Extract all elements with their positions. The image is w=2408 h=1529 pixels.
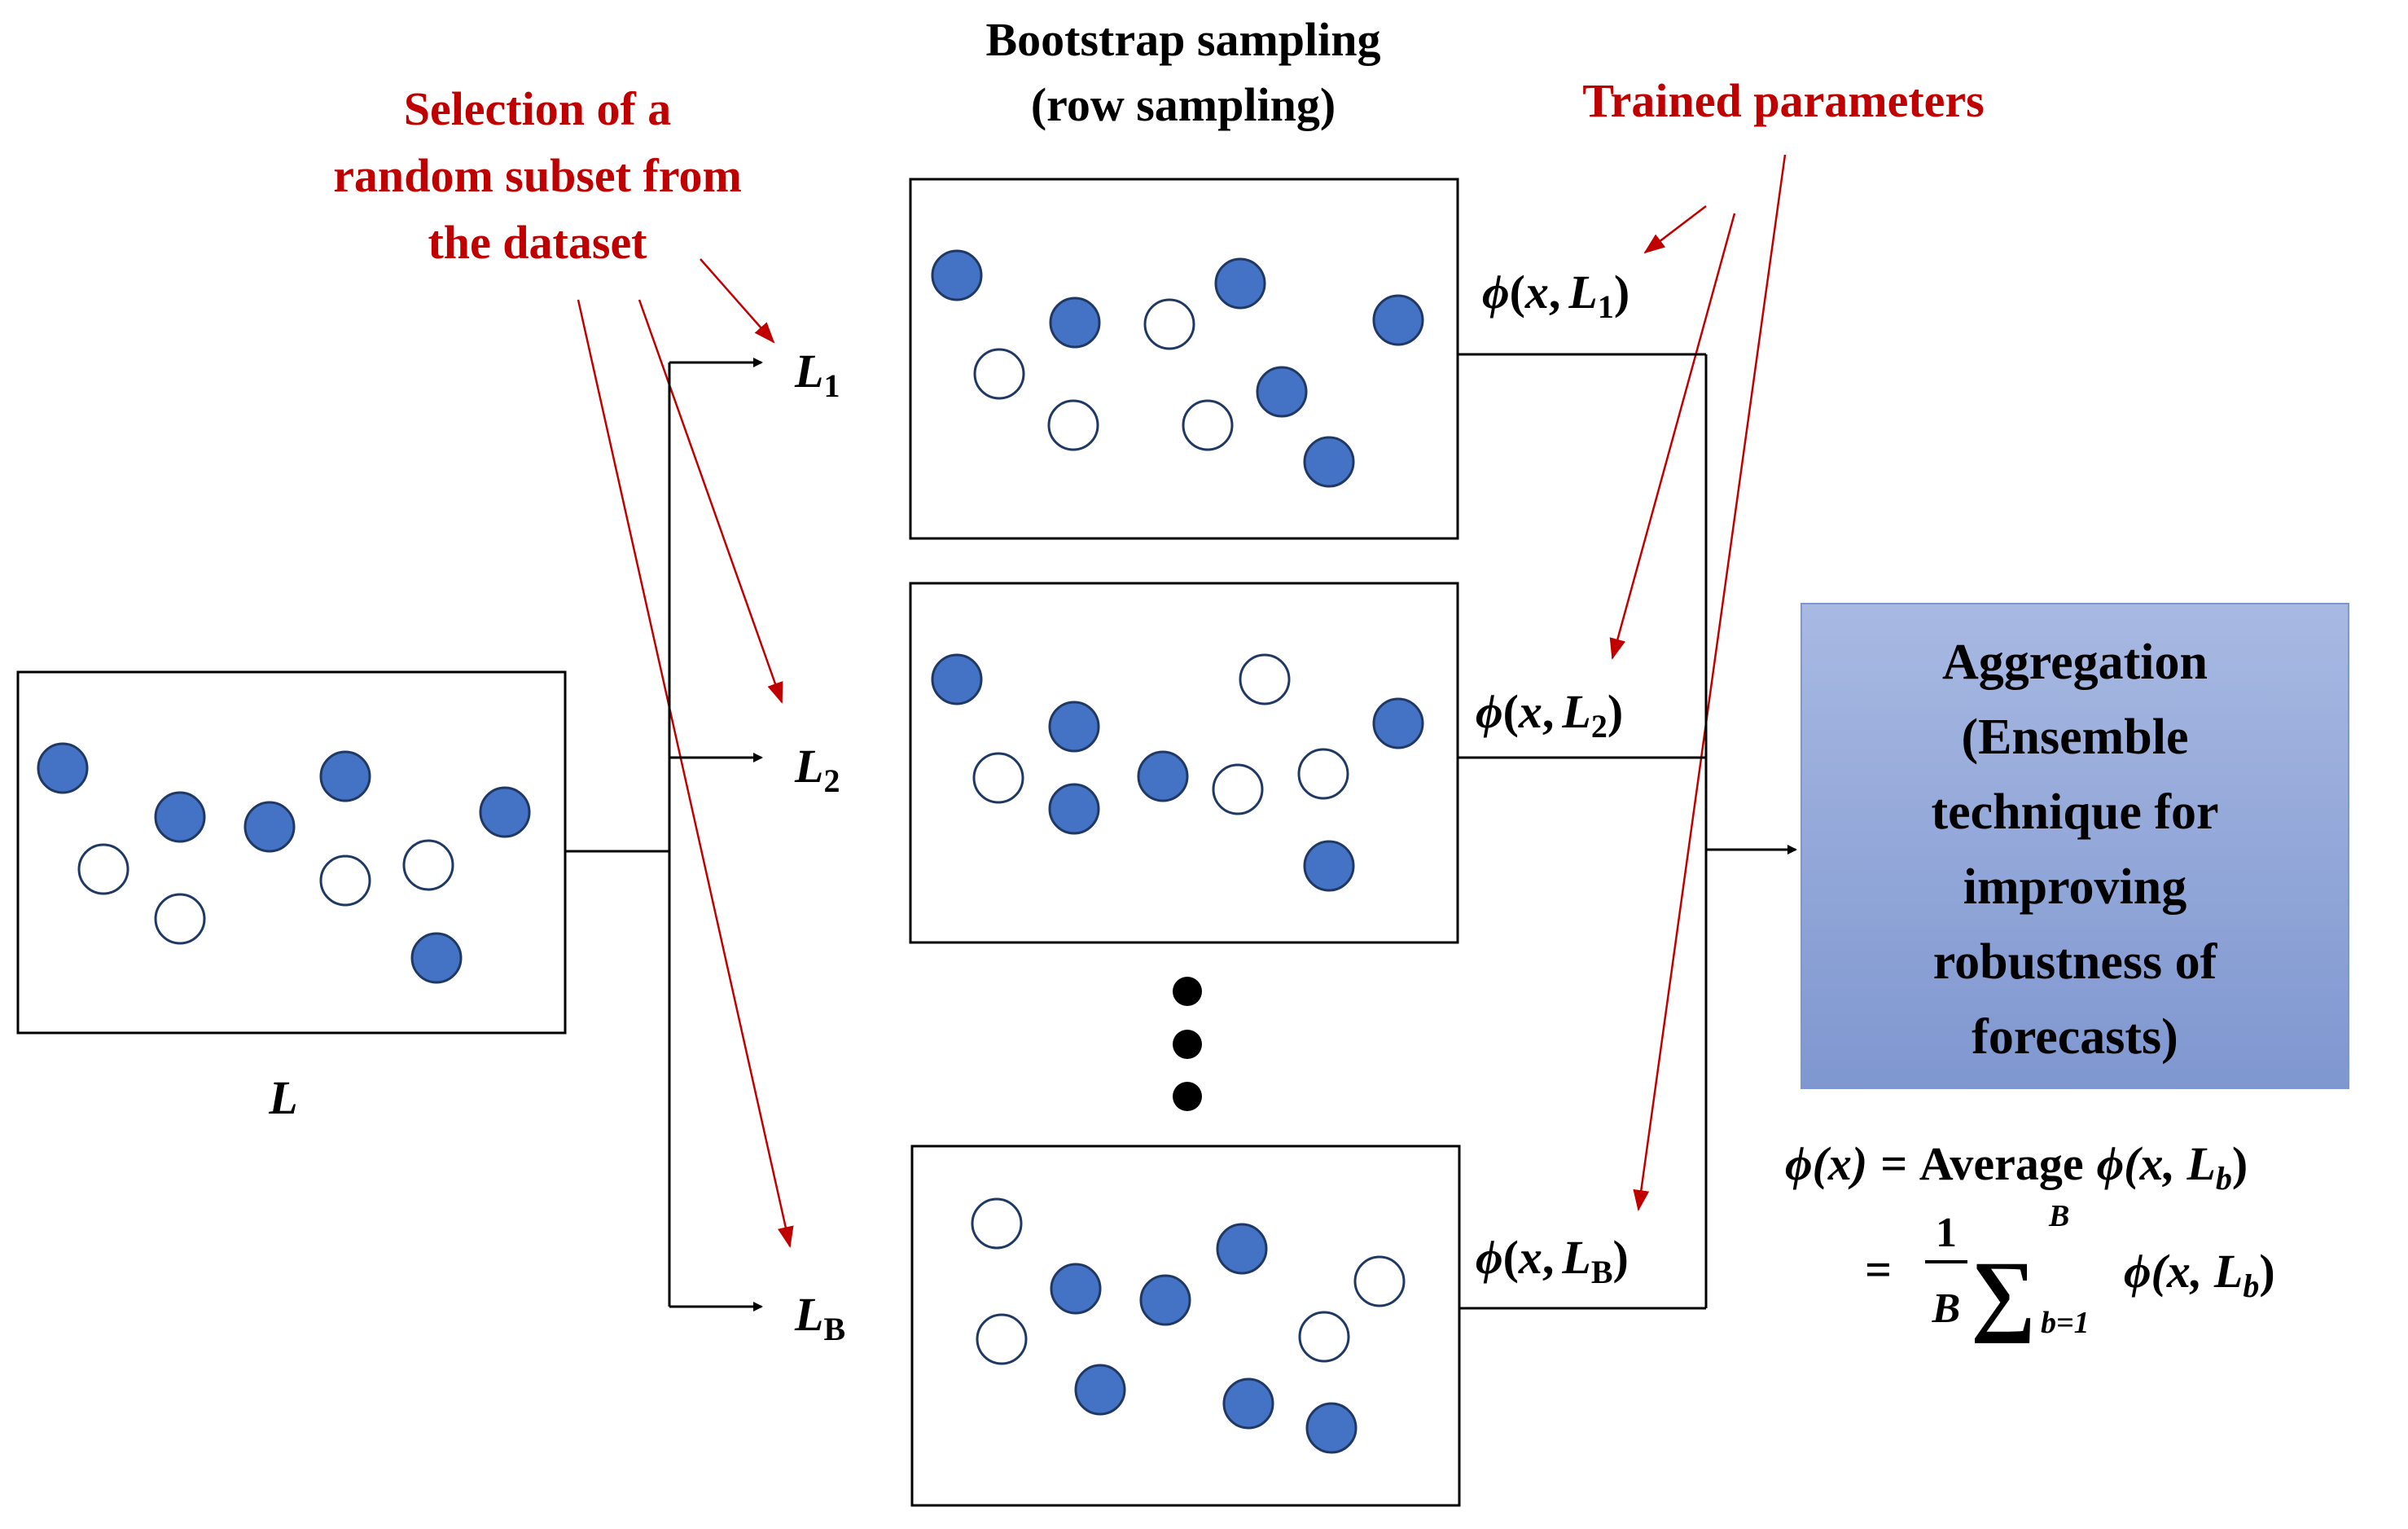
bootstrap-sample-box-1 <box>909 178 1459 540</box>
subset-label-l2: L2 <box>794 740 840 799</box>
formula-sum-symbol: ∑ <box>1971 1243 2036 1344</box>
dataset-box <box>16 670 567 1035</box>
aggregation-line-6: forecasts) <box>1972 1009 2178 1065</box>
model-output-b: ϕ(x,LB) <box>1476 1231 1629 1290</box>
model-output-1: ϕ(x,L1) <box>1482 266 1629 325</box>
formula-term: ϕ(x, Lb) <box>2124 1245 2275 1304</box>
model-output-2: ϕ(x,L2) <box>1476 685 1623 745</box>
bootstrap-sample-box-2 <box>909 582 1459 944</box>
aggregation-box: Aggregation (Ensemble technique for impr… <box>1801 603 2349 1089</box>
formula-sum-lower: b=1 <box>2041 1306 2090 1340</box>
selection-arrow-l1 <box>700 258 775 344</box>
trained-arrow-m2 <box>1609 213 1736 660</box>
split-connectors <box>565 358 763 1312</box>
formula-frac-den: B <box>1932 1285 1961 1332</box>
trained-arrow-m1 <box>1643 205 1707 254</box>
selection-annotation: Selection of a random subset from the da… <box>333 82 794 1248</box>
aggregation-line-5: robustness of <box>1933 934 2218 990</box>
trained-parameters-annotation: Trained parameters <box>1582 74 1985 1211</box>
trained-parameters-label: Trained parameters <box>1582 74 1984 127</box>
bootstrap-sample-box-b <box>910 1145 1461 1507</box>
subset-label-l1: L1 <box>794 345 840 404</box>
selection-label-line2: random subset from <box>333 149 742 202</box>
formula-equals: = <box>1865 1243 1892 1296</box>
dataset-label: L <box>268 1071 297 1124</box>
formula-sum-upper: B <box>2048 1199 2069 1233</box>
aggregation-line-4: improving <box>1963 859 2186 915</box>
bootstrap-header: Bootstrap sampling (row sampling) <box>985 13 1380 131</box>
aggregation-line-3: technique for <box>1931 784 2218 840</box>
selection-arrow-l2 <box>638 299 783 704</box>
selection-arrow-lb <box>577 299 794 1248</box>
subset-label-lb: LB <box>794 1288 845 1347</box>
aggregation-line-1: Aggregation <box>1942 635 2208 690</box>
trained-arrow-mb <box>1633 154 1787 1211</box>
aggregation-line-2: (Ensemble <box>1962 710 2189 765</box>
selection-label-line1: Selection of a <box>404 82 672 135</box>
formula-frac-num: 1 <box>1936 1210 1957 1256</box>
bootstrap-label-line1: Bootstrap sampling <box>985 13 1380 66</box>
selection-label-line3: the dataset <box>428 216 647 269</box>
join-connectors <box>1458 353 1797 1310</box>
bootstrap-label-line2: (row sampling) <box>1031 78 1336 131</box>
ellipsis-dots <box>1173 977 1202 1111</box>
